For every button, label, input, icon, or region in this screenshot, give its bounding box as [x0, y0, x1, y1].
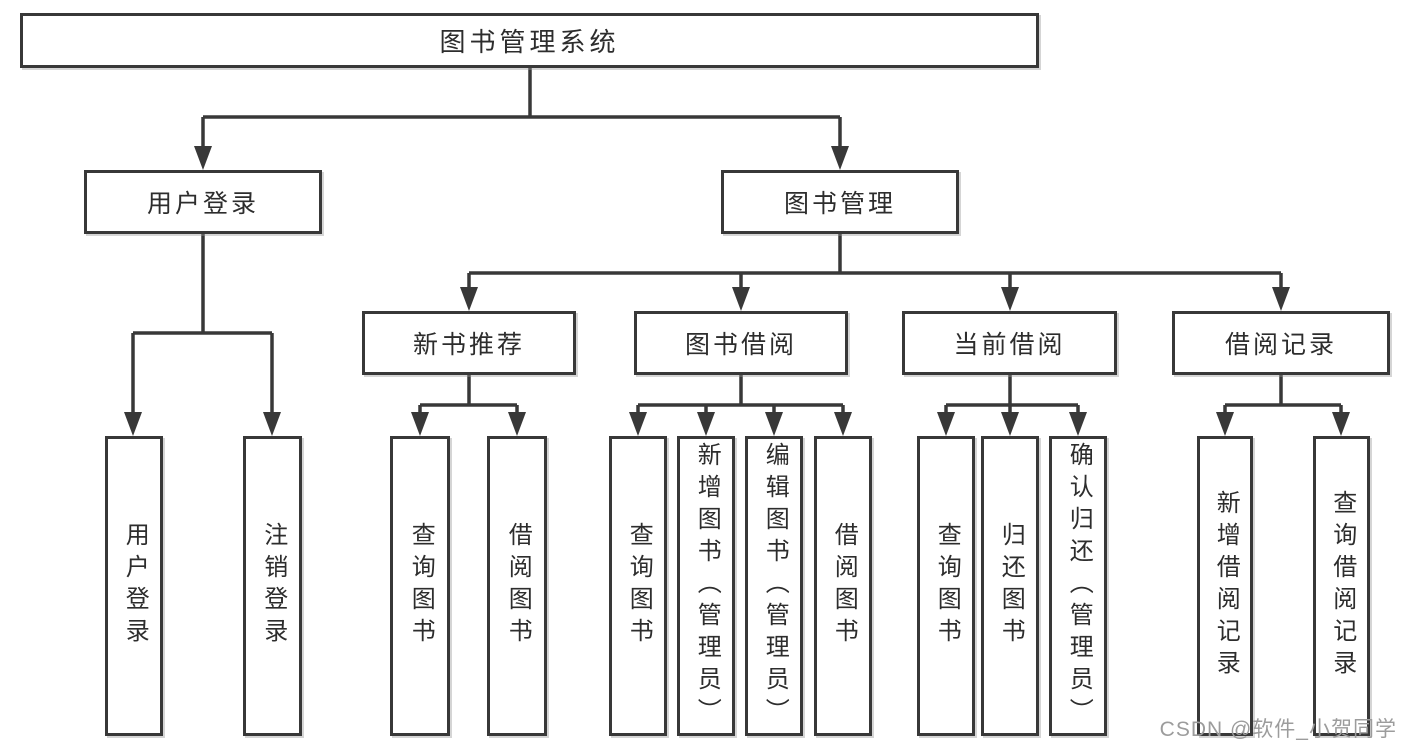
node-user-login: 用户登录: [84, 170, 322, 234]
node-borrow-borrow-books: 借阅图书: [814, 436, 872, 736]
node-current-query-books-label: 查询图书: [933, 522, 961, 650]
node-user-login-action-label: 用户登录: [121, 522, 149, 650]
node-records-add-record-label: 新增借阅记录: [1212, 490, 1240, 682]
node-book-management-label: 图书管理: [783, 190, 896, 218]
node-newrec-query-books-label: 查询图书: [407, 522, 435, 650]
node-new-book-recommend: 新书推荐: [362, 311, 576, 375]
node-borrowing-records-label: 借阅记录: [1224, 331, 1337, 359]
node-current-return-books: 归还图书: [981, 436, 1039, 736]
connector-borrow-records-branch: [1223, 375, 1343, 414]
connector-current-borrow-branch: [944, 375, 1080, 414]
node-current-confirm-return-admin: 确认归还（管理员）: [1049, 436, 1107, 736]
node-newrec-query-books: 查询图书: [390, 436, 450, 736]
node-borrow-add-books-admin-label: 新增图书（管理员）: [693, 442, 721, 730]
node-borrow-query-books-label: 查询图书: [625, 522, 653, 650]
node-current-borrowing: 当前借阅: [902, 311, 1117, 375]
node-records-query-record-label: 查询借阅记录: [1328, 490, 1356, 682]
node-newrec-borrow-books: 借阅图书: [487, 436, 547, 736]
node-user-login-action: 用户登录: [105, 436, 163, 736]
node-new-book-recommend-label: 新书推荐: [412, 331, 525, 359]
node-user-login-label: 用户登录: [146, 190, 259, 218]
node-records-add-record: 新增借阅记录: [1197, 436, 1253, 736]
connector-new-book-branch: [418, 375, 519, 414]
node-book-borrowing: 图书借阅: [634, 311, 848, 375]
node-borrow-edit-books-admin-label: 编辑图书（管理员）: [761, 442, 789, 730]
node-newrec-borrow-books-label: 借阅图书: [504, 522, 532, 650]
node-root-system: 图书管理系统: [20, 13, 1039, 68]
node-current-query-books: 查询图书: [917, 436, 975, 736]
node-borrow-borrow-books-label: 借阅图书: [830, 522, 858, 650]
node-current-confirm-return-admin-label: 确认归还（管理员）: [1065, 442, 1093, 730]
node-borrow-query-books: 查询图书: [609, 436, 667, 736]
csdn-watermark: CSDN @软件_小贺同学: [1159, 718, 1397, 741]
node-book-borrowing-label: 图书借阅: [684, 331, 797, 359]
arrowheads: [124, 146, 1350, 436]
node-borrow-add-books-admin: 新增图书（管理员）: [677, 436, 735, 736]
node-borrow-edit-books-admin: 编辑图书（管理员）: [745, 436, 803, 736]
node-current-return-books-label: 归还图书: [997, 522, 1025, 650]
connector-user-login-branch: [131, 234, 274, 414]
node-logout-action-label: 注销登录: [259, 522, 287, 650]
connector-book-borrow-branch: [636, 375, 845, 414]
connector-book-management-branch: [467, 234, 1283, 289]
node-current-borrowing-label: 当前借阅: [953, 331, 1066, 359]
node-borrowing-records: 借阅记录: [1172, 311, 1390, 375]
node-logout-action: 注销登录: [243, 436, 302, 736]
connector-root-to-level2: [201, 68, 842, 148]
node-root-system-label: 图书管理系统: [439, 27, 620, 57]
node-records-query-record: 查询借阅记录: [1313, 436, 1370, 736]
node-book-management: 图书管理: [721, 170, 959, 234]
